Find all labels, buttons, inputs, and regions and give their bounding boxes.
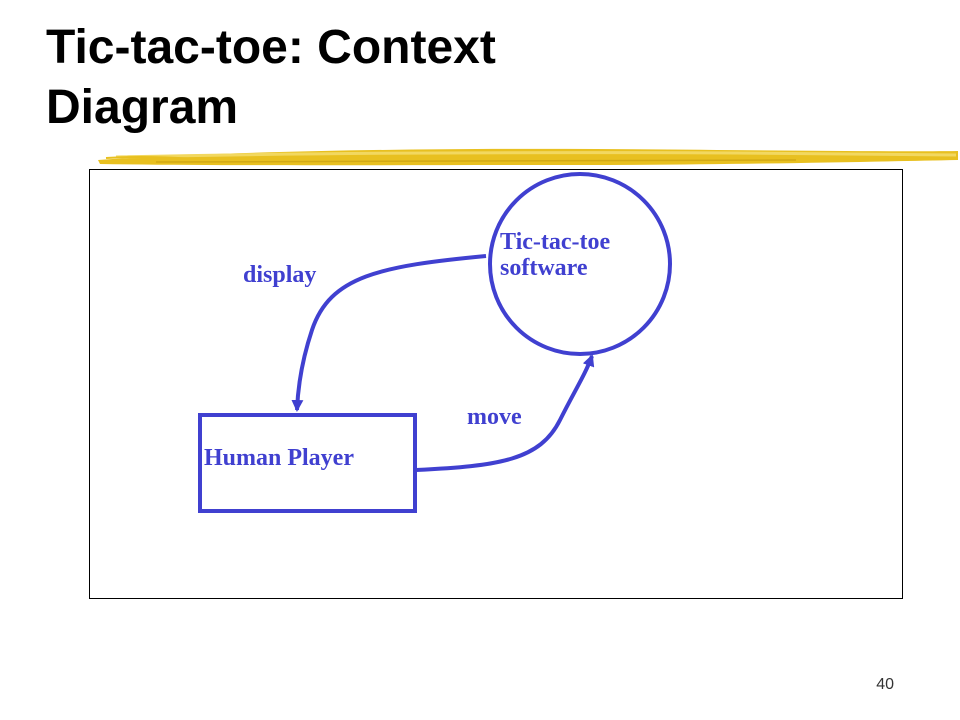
- entity-label: Human Player: [204, 445, 354, 471]
- process-label-line-2: software: [500, 255, 588, 281]
- process-label-line-1: Tic-tac-toe: [500, 229, 611, 255]
- diagram-frame: [89, 169, 903, 599]
- slide-title-line-1: Tic-tac-toe: Context: [46, 21, 496, 74]
- move-flow-label: move: [467, 404, 522, 430]
- display-flow-label: display: [243, 262, 317, 288]
- page-number: 40: [876, 676, 894, 693]
- entity-box: [198, 413, 417, 513]
- title-underline-brushstroke: [98, 148, 958, 166]
- display-flow-arrow: [291, 254, 487, 412]
- slide-title-line-2: Diagram: [46, 81, 239, 134]
- process-circle: [488, 172, 672, 356]
- slide-title: Tic-tac-toe: Context Diagram: [46, 18, 906, 138]
- process-label: Tic-tac-toe software: [500, 229, 610, 281]
- move-flow-arrow: [415, 354, 595, 472]
